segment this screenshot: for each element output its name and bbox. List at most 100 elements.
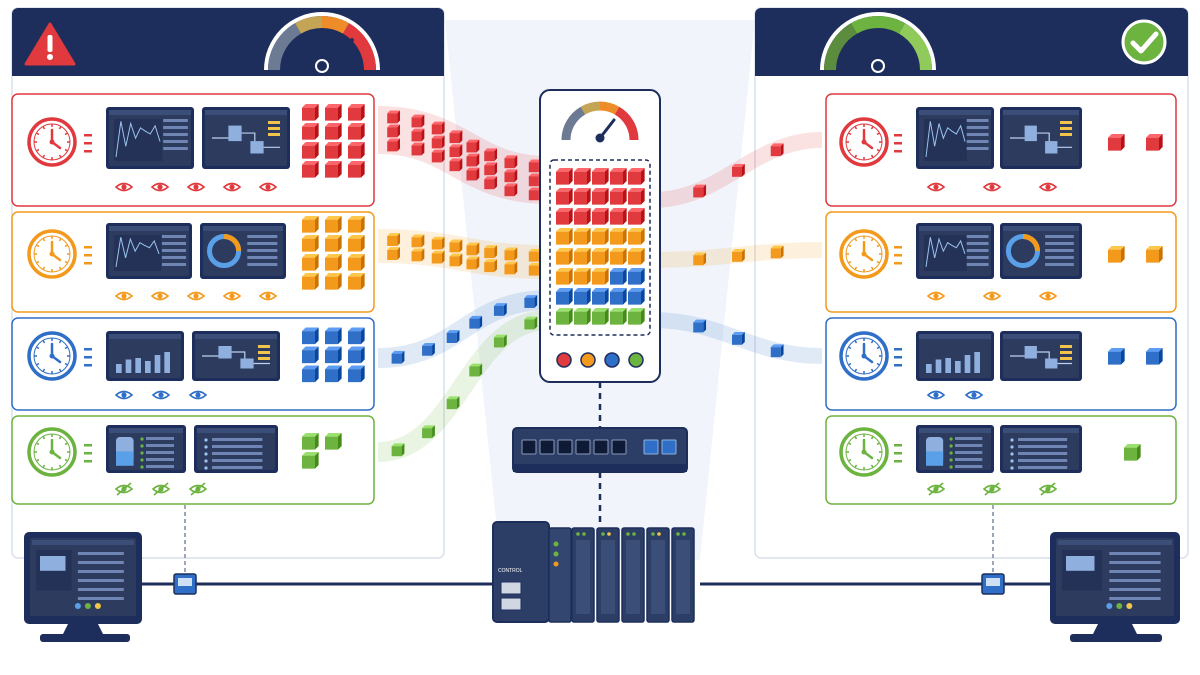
- right-stream-orange: [651, 242, 823, 268]
- eye-icon: [926, 291, 946, 301]
- data-cube-icon: [469, 363, 483, 377]
- data-cube-icon: [411, 114, 425, 128]
- data-cube-icon: [302, 433, 319, 450]
- data-cube-icon: [325, 161, 342, 178]
- data-cube-icon: [466, 167, 480, 181]
- data-cube-icon: [325, 273, 342, 290]
- data-cube-icon: [302, 216, 319, 233]
- eye-icon: [150, 182, 170, 192]
- data-cube-icon: [449, 158, 463, 172]
- eye-slash-icon: [188, 482, 208, 496]
- data-cube-icon: [574, 308, 591, 325]
- dashboard-screen: [916, 107, 994, 169]
- data-cube-icon: [592, 168, 609, 185]
- right-row-critical: [825, 93, 1177, 207]
- data-cube-icon: [484, 259, 498, 273]
- data-streams: [377, 106, 823, 462]
- data-cube-icon: [732, 249, 745, 262]
- data-cube-icon: [556, 208, 573, 225]
- data-cube-icon: [466, 256, 480, 270]
- eye-slash-icon: [1038, 482, 1058, 496]
- switch-port: [557, 439, 573, 455]
- data-cube-icon: [348, 216, 365, 233]
- data-cube-icon: [770, 344, 784, 358]
- data-cube-icon: [325, 104, 342, 121]
- eye-slash-icon: [114, 482, 134, 496]
- data-cube-icon: [466, 139, 480, 153]
- data-cube-icon: [387, 138, 401, 152]
- eye-icon: [114, 390, 134, 400]
- data-cube-icon: [431, 135, 445, 149]
- data-cube-icon: [422, 342, 435, 356]
- data-cube-icon: [524, 316, 538, 330]
- data-cube-icon: [610, 288, 627, 305]
- eye-icon: [151, 390, 171, 400]
- row-card: [11, 415, 375, 505]
- data-cube-icon: [770, 245, 784, 259]
- eye-icon: [186, 182, 206, 192]
- data-cube-icon: [732, 164, 745, 177]
- data-cube-icon: [524, 295, 538, 308]
- data-cube-icon: [348, 123, 365, 140]
- data-cube-icon: [556, 228, 573, 245]
- right-stream-blue: [651, 312, 823, 364]
- eye-icon: [1038, 182, 1058, 192]
- dashboard-screen: [1000, 331, 1082, 381]
- data-cube-icon: [469, 315, 483, 329]
- dashboard-screen: [200, 223, 286, 279]
- data-cube-icon: [592, 268, 609, 285]
- data-cube-icon: [411, 248, 425, 262]
- dashboard-screen: [106, 223, 192, 279]
- left-stream-red: [377, 106, 549, 204]
- data-cube-icon: [610, 208, 627, 225]
- warning-triangle-icon: [24, 22, 76, 66]
- data-cube-icon: [770, 143, 784, 157]
- plc-io-modules: [571, 527, 695, 623]
- eye-icon: [222, 182, 242, 192]
- data-cube-icon: [693, 184, 707, 198]
- data-cube-icon: [504, 247, 518, 261]
- data-cube-icon: [556, 168, 573, 185]
- dashboard-screen: [106, 425, 186, 473]
- data-cube-icon: [391, 350, 405, 364]
- dashboard-screen: [194, 425, 278, 473]
- data-cube-icon: [431, 149, 445, 163]
- eye-icon: [114, 182, 134, 192]
- data-cube-icon: [302, 123, 319, 140]
- data-cube-icon: [325, 433, 342, 450]
- io-module: [596, 527, 620, 623]
- data-cube-icon: [1146, 246, 1163, 263]
- eye-icon: [926, 182, 946, 192]
- right-row-normal: [825, 317, 1177, 411]
- dashboard-screen: [1000, 107, 1082, 169]
- clock-icon: [27, 331, 77, 381]
- left-row-low: [11, 415, 375, 505]
- data-cube-icon: [387, 110, 401, 124]
- data-cube-icon: [504, 261, 518, 275]
- data-cube-icon: [387, 124, 401, 138]
- uplink-port: [661, 439, 677, 455]
- data-cube-icon: [302, 254, 319, 271]
- priority-rows: [11, 93, 1177, 505]
- data-cube-icon: [348, 142, 365, 159]
- data-cube-icon: [325, 142, 342, 159]
- data-cube-icon: [484, 148, 498, 162]
- data-cube-icon: [610, 228, 627, 245]
- data-cube-icon: [556, 188, 573, 205]
- right-ethernet-connector: [981, 573, 1005, 595]
- data-cube-icon: [592, 288, 609, 305]
- clock-icon: [839, 229, 889, 279]
- dashboard-screen: [1000, 425, 1082, 473]
- eye-icon: [258, 182, 278, 192]
- left-row-critical: [11, 93, 375, 207]
- data-cube-icon: [348, 327, 365, 345]
- switch-port: [539, 439, 555, 455]
- data-cube-icon: [302, 452, 319, 469]
- data-cube-icon: [449, 253, 463, 267]
- data-cube-icon: [610, 168, 627, 185]
- status-light-green: [628, 352, 644, 368]
- hub-status-lights: [556, 352, 644, 368]
- checkmark-circle-icon: [1121, 19, 1167, 65]
- data-cube-icon: [325, 235, 342, 252]
- data-cube-icon: [387, 247, 401, 260]
